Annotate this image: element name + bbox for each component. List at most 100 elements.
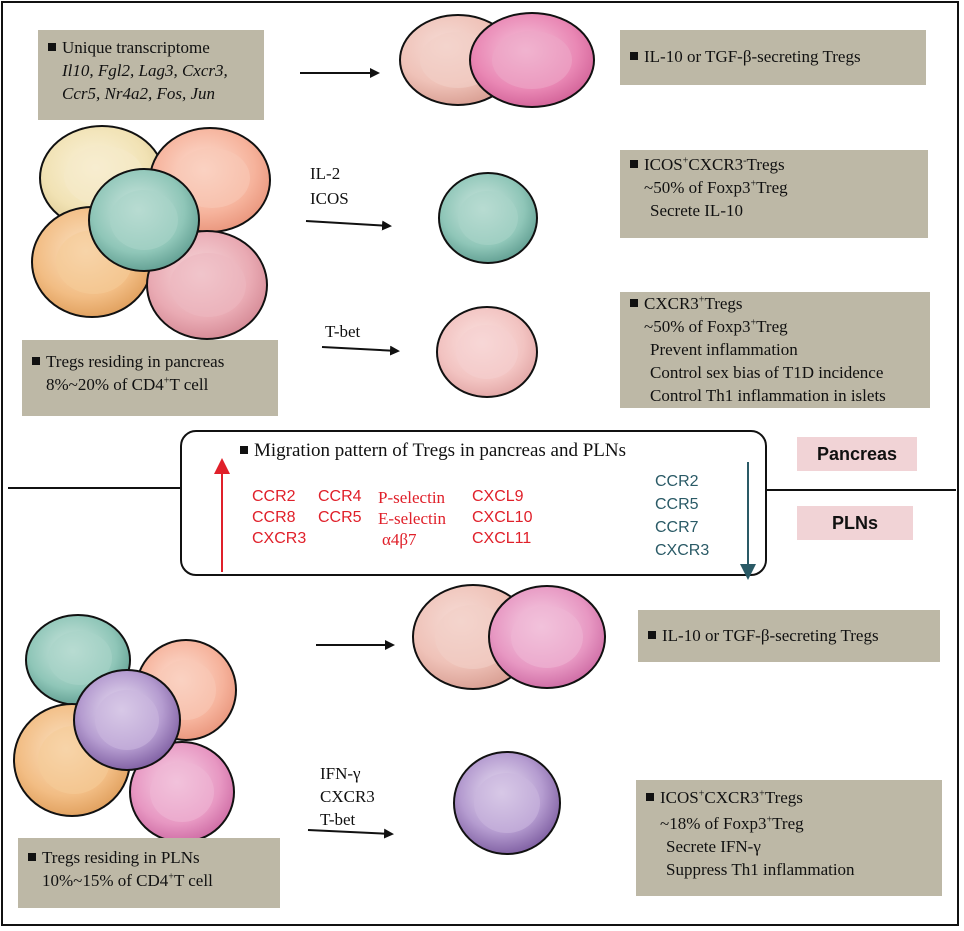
adhesion-molecule: E-selectin [378, 509, 446, 528]
migration-col-3: P-selectin E-selectin α4β7 [378, 487, 446, 550]
transcriptome-title: Unique transcriptome [62, 38, 210, 57]
transcriptome-genes-2: Ccr5, Nr4a2, Fos, Jun [62, 84, 215, 103]
migration-title: Migration pattern of Tregs in pancreas a… [240, 440, 626, 462]
pln-box-line1-end: T cell [173, 871, 213, 890]
plns-tag: PLNs [797, 506, 913, 540]
label-ifng: IFN-γ [320, 764, 361, 783]
icos-box-sup-b: - [743, 155, 747, 167]
pancreas-treg-cluster [31, 125, 271, 340]
migration-col-2: CCR4 CCR5 [318, 486, 362, 528]
chemokine-receptor: CCR4 [318, 488, 362, 505]
chemokine-receptor: CCR5 [655, 496, 699, 513]
icos-cxcr3-title-c: Tregs [764, 788, 803, 807]
cxcr3-box-line1-sup: + [750, 317, 757, 329]
secreting-tregs-label-bottom: IL-10 or TGF-β-secreting Tregs [662, 626, 879, 645]
icos-cxcr3-line1: ~18% of Foxp3 [660, 814, 767, 833]
bullet-icon [48, 43, 56, 51]
pancreas-tregs-box: Tregs residing in pancreas 8%~20% of CD4… [22, 340, 278, 416]
label-cxcr3: CXCR3 [320, 787, 375, 806]
bullet-icon [630, 299, 638, 307]
icos-box-title-b: CXCR3 [688, 155, 744, 174]
icos-cxcr3-sup-b: + [759, 788, 765, 800]
icos-cxcr3-title-a: ICOS [660, 788, 699, 807]
arrow-ifng [307, 828, 394, 839]
secreting-tregs-label-top: IL-10 or TGF-β-secreting Tregs [644, 47, 861, 66]
secreting-tregs-box-bottom: IL-10 or TGF-β-secreting Tregs [638, 610, 940, 662]
cxcr3-box-line1: ~50% of Foxp3 [644, 317, 751, 336]
pln-tregs-box: Tregs residing in PLNs 10%~15% of CD4+T … [18, 838, 280, 908]
icos-box-title-c: Tregs [746, 155, 785, 174]
icos-box-title-a: ICOS [644, 155, 683, 174]
migration-col-5: CCR2 CCR5 CCR7 CXCR3 [655, 470, 709, 562]
up-arrow-red-head [214, 458, 230, 474]
adhesion-molecule: P-selectin [378, 488, 446, 507]
pancreas-box-line1-end: T cell [169, 375, 209, 394]
icos-cxcr3neg-box: ICOS+CXCR3-Tregs ~50% of Foxp3+Treg Secr… [620, 150, 928, 238]
icos-cxcr3-line1-sup: + [766, 814, 773, 826]
chemokine-receptor: CCR7 [655, 519, 699, 536]
icos-box-line2: Secrete IL-10 [650, 201, 743, 220]
label-tbet-2: T-bet [320, 810, 356, 829]
icos-treg-cell [438, 172, 538, 264]
cxcr3pos-box: CXCR3+Tregs ~50% of Foxp3+Treg Prevent i… [620, 292, 930, 408]
chemokine-receptor: CXCR3 [655, 542, 710, 559]
bullet-icon [646, 793, 654, 801]
label-icos: ICOS [310, 189, 349, 208]
arrow-il2-icos [305, 220, 392, 231]
adhesion-molecule: α4β7 [382, 530, 417, 549]
icos-cxcr3-title-b: CXCR3 [704, 788, 760, 807]
migration-col-1: CCR2 CCR8 CXCR3 [252, 486, 306, 549]
chemokine: CXCL9 [472, 488, 524, 505]
chemokine: CXCL11 [472, 530, 532, 547]
icos-cxcr3-treg-cell [453, 751, 561, 855]
icos-box-line1-end: Treg [756, 178, 788, 197]
pln-box-title: Tregs residing in PLNs [42, 848, 200, 867]
pancreas-box-line1-sup: + [163, 375, 170, 387]
chemokine-receptor: CCR8 [252, 509, 296, 526]
chemokine-receptor: CXCR3 [252, 530, 307, 547]
icos-box-line1-sup: + [750, 178, 757, 190]
secreting-tregs-box-top: IL-10 or TGF-β-secreting Tregs [620, 30, 926, 85]
pln-box-line1-sup: + [168, 871, 174, 883]
pln-box-line1: 10%~15% of CD4 [42, 871, 169, 890]
cell-pair-bottom [412, 584, 606, 690]
cxcr3-box-line2: Prevent inflammation [650, 340, 798, 359]
pancreas-box-title: Tregs residing in pancreas [46, 352, 225, 371]
label-il2: IL-2 [310, 164, 341, 183]
cxcr3-box-title-a: CXCR3 [644, 294, 699, 313]
cxcr3-box-line1-end: Treg [756, 317, 788, 336]
icos-cxcr3pos-box: ICOS+CXCR3+Tregs ~18% of Foxp3+Treg Secr… [636, 780, 942, 896]
icos-cxcr3-line2: Secrete IFN-γ [666, 837, 761, 856]
pancreas-box-line1: 8%~20% of CD4 [46, 375, 164, 394]
bullet-icon [630, 52, 638, 60]
migration-pattern-box [180, 430, 767, 576]
bullet-icon [32, 357, 40, 365]
migration-col-4: CXCL9 CXCL10 CXCL11 [472, 486, 532, 549]
chemokine: CXCL10 [472, 509, 533, 526]
bullet-icon [240, 446, 248, 454]
cxcr3-box-sup: + [698, 294, 705, 306]
arrow-tbet [321, 345, 400, 356]
icos-box-line1: ~50% of Foxp3 [644, 178, 751, 197]
chemokine-receptor: CCR5 [318, 509, 362, 526]
icos-cxcr3-line3: Suppress Th1 inflammation [666, 860, 855, 879]
cxcr3-box-title-b: Tregs [704, 294, 743, 313]
bullet-icon [648, 631, 656, 639]
icos-cxcr3-sup-a: + [698, 788, 705, 800]
chemokine-receptor: CCR2 [252, 488, 296, 505]
icos-box-sup-a: + [682, 155, 689, 167]
pancreas-tag: Pancreas [797, 437, 917, 471]
pln-treg-cluster [13, 614, 237, 843]
cxcr3-treg-cell [436, 306, 538, 398]
chemokine-receptor: CCR2 [655, 473, 699, 490]
label-tbet: T-bet [325, 322, 361, 341]
cxcr3-box-line4: Control Th1 inflammation in islets [650, 386, 886, 405]
transcriptome-genes-1: Il10, Fgl2, Lag3, Cxcr3, [62, 61, 228, 80]
bullet-icon [28, 853, 36, 861]
cell-pair-top [399, 12, 595, 108]
cxcr3-box-line3: Control sex bias of T1D incidence [650, 363, 884, 382]
bullet-icon [630, 160, 638, 168]
